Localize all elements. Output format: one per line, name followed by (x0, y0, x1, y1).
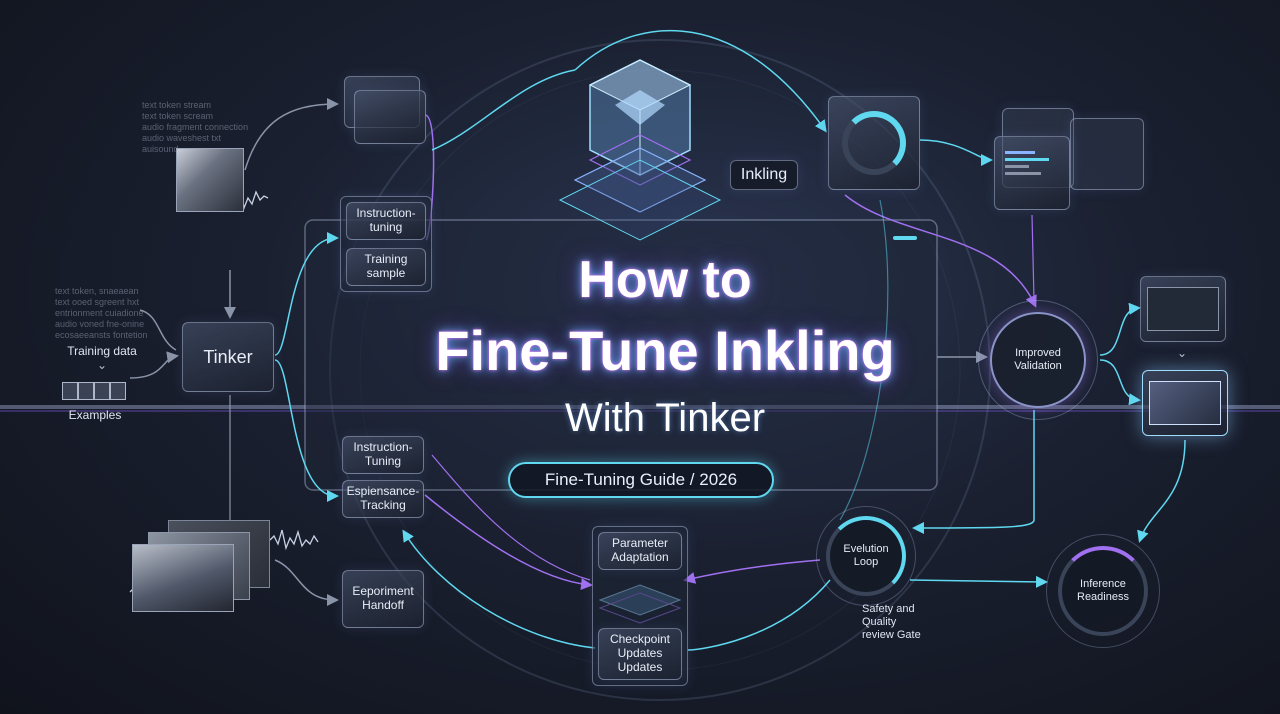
examples-label: Examples (68, 408, 122, 422)
examples-icon (62, 378, 126, 402)
screen-card-bottom (1142, 370, 1228, 436)
experiment-handoff-node: Eeporiment Handoff (342, 570, 424, 628)
inkling-model-label: Inkling (730, 160, 798, 190)
code-editor-card (994, 136, 1070, 210)
model-cube (558, 59, 722, 241)
evaluation-loop-node: Evelution Loop (826, 516, 906, 596)
evaluation-loop-outer-ring (816, 506, 916, 606)
improved-validation-outer-ring (978, 300, 1098, 420)
progress-ring (842, 111, 906, 175)
guide-badge: Fine-Tuning Guide / 2026 (508, 462, 774, 498)
chevron-down-icon-right: ⌄ (1176, 346, 1188, 360)
chevron-down-icon: ⌄ (96, 358, 108, 372)
title-line-2: Fine-Tune Inkling (435, 319, 895, 382)
parameter-adaptation-node: Parameter Adaptation (598, 532, 682, 570)
instruction-tuning-top-node: Instruction- tuning (346, 202, 426, 240)
title-line-1: How to (578, 251, 752, 309)
instruction-tuning-mid-node: Instruction- Tuning (342, 436, 424, 474)
inference-readiness-outer-ring (1046, 534, 1160, 648)
inference-readiness-node: Inference Readiness (1058, 546, 1148, 636)
screen-card-top (1140, 276, 1226, 342)
stream-text-top: text token stream text token scream audi… (142, 100, 249, 154)
image-thumbnail-stack (132, 520, 272, 612)
image-thumbnail (176, 148, 244, 212)
progress-widget (828, 96, 920, 190)
stacked-card-front (354, 90, 426, 144)
stream-text-mid: text token, snaeaean text ooed sgreent h… (55, 286, 148, 340)
safety-quality-gate-label: Safety and Quality review Gate (862, 603, 921, 642)
training-data-label: Training data (67, 344, 137, 358)
experience-tracking-node: Espiensance- Tracking (342, 480, 424, 518)
training-sample-node: Training sample (346, 248, 426, 286)
title-line-3: With Tinker (564, 396, 766, 440)
checkpoint-updates-node: Checkpoint Updates Updates (598, 628, 682, 680)
improved-validation-node: Improved Validation (990, 312, 1086, 408)
document-card-front (1070, 118, 1144, 190)
tinker-node: Tinker (182, 322, 274, 392)
